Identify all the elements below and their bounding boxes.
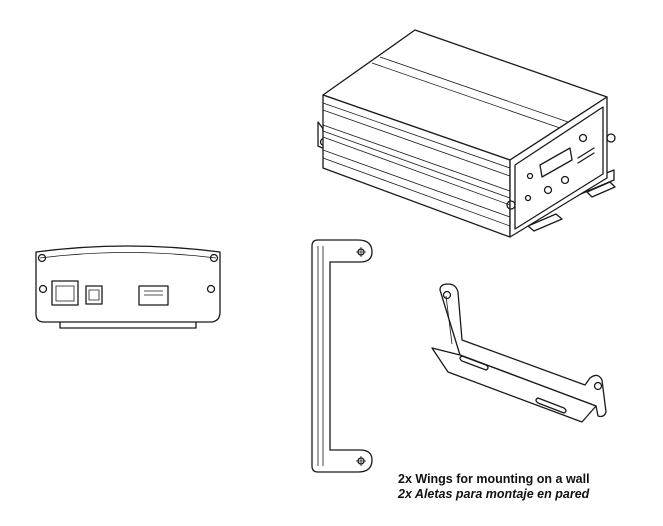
sim-slot <box>139 286 168 305</box>
front-panel-display-window <box>540 148 572 177</box>
front-view-screw <box>211 255 218 262</box>
caption-english: 2x Wings for mounting on a wall <box>398 472 590 486</box>
front-panel-screw <box>528 174 533 179</box>
wall-wing-side-view <box>312 240 372 472</box>
front-view-screw <box>208 286 215 293</box>
front-view-screw <box>39 255 46 262</box>
wing-mounting-hole <box>444 292 451 299</box>
enclosure-front-panel <box>507 97 615 237</box>
side-screw <box>607 134 615 142</box>
wall-wing-isometric-view <box>432 284 606 422</box>
usb-port <box>86 286 102 304</box>
caption-spanish: 2x Aletas para montaje en pared <box>398 487 590 501</box>
front-view-screw <box>40 286 47 293</box>
enclosure-isometric-view <box>318 30 615 237</box>
front-panel-screw <box>526 196 531 201</box>
wing-slot <box>536 398 566 413</box>
wing-slot <box>460 356 488 370</box>
front-panel-button <box>562 177 569 184</box>
wing-mounting-hole <box>595 383 602 390</box>
front-panel-screw <box>580 135 587 142</box>
front-view-outline <box>36 246 220 322</box>
side-screw <box>507 201 515 209</box>
front-panel-button <box>545 187 552 194</box>
enclosure-front-view <box>36 246 220 328</box>
